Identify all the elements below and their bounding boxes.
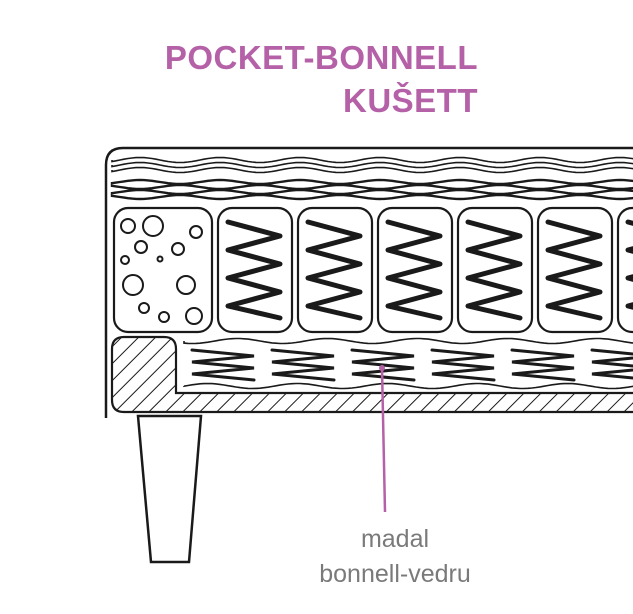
hatched-base bbox=[110, 335, 633, 414]
pocket-spring bbox=[616, 206, 633, 334]
foam-bubble bbox=[138, 302, 150, 314]
wavy-padding-line bbox=[111, 156, 633, 164]
pocket-springs bbox=[216, 206, 633, 334]
woven-padding-line bbox=[110, 193, 633, 201]
foam-bubble bbox=[185, 307, 203, 325]
callout-pointer-dot bbox=[379, 365, 385, 371]
bonnell-springs bbox=[183, 337, 633, 390]
foam-block-outline bbox=[112, 206, 214, 334]
woven-padding-line bbox=[110, 183, 633, 191]
callout-label-line-2: bonnell-vedru bbox=[319, 560, 471, 588]
coil-spring-icon bbox=[385, 219, 443, 321]
foam-bubble bbox=[120, 218, 136, 234]
foam-bubble bbox=[158, 311, 170, 323]
bonnell-spring-icon bbox=[430, 348, 496, 382]
foam-block bbox=[112, 206, 214, 334]
coil-spring-icon bbox=[625, 219, 633, 310]
callout-label-line-1: madal bbox=[360, 525, 430, 553]
bonnell-spring-icon bbox=[510, 348, 576, 382]
top-padding-layers bbox=[110, 156, 633, 201]
bed-leg bbox=[136, 414, 203, 564]
coil-spring-icon bbox=[305, 219, 363, 321]
upper-wavy-line bbox=[183, 337, 633, 345]
pocket-spring bbox=[376, 206, 454, 334]
pocket-outline bbox=[616, 206, 633, 334]
wavy-padding-line bbox=[111, 161, 633, 169]
foam-bubble bbox=[142, 215, 164, 237]
title-line-1: POCKET-BONNELL bbox=[164, 39, 478, 76]
pocket-outline bbox=[376, 206, 454, 334]
foam-bubble bbox=[122, 274, 144, 296]
hatched-wood-base bbox=[110, 335, 633, 414]
pocket-outline bbox=[216, 206, 294, 334]
foam-bubble bbox=[176, 275, 196, 295]
pocket-outline bbox=[456, 206, 534, 334]
coil-spring-icon bbox=[545, 219, 603, 321]
outer-frame-outline bbox=[104, 146, 633, 418]
coil-spring-icon bbox=[465, 219, 523, 321]
woven-padding-line bbox=[110, 188, 633, 196]
pocket-spring bbox=[296, 206, 374, 334]
pocket-outline bbox=[536, 206, 614, 334]
bonnell-spring-icon bbox=[270, 348, 336, 382]
wavy-padding-line bbox=[111, 166, 633, 174]
pocket-outline bbox=[296, 206, 374, 334]
foam-bubble bbox=[156, 255, 164, 263]
callout-pointer-line bbox=[380, 367, 387, 513]
foam-bubble bbox=[134, 240, 148, 254]
bonnell-spring-icon bbox=[190, 348, 256, 382]
title-line-2: KUŠETT bbox=[343, 82, 478, 119]
bed-frame bbox=[104, 146, 633, 418]
lower-wavy-line bbox=[183, 382, 633, 390]
coil-spring-icon bbox=[225, 219, 283, 321]
pocket-spring bbox=[456, 206, 534, 334]
foam-bubble bbox=[120, 255, 130, 265]
foam-bubble bbox=[189, 225, 203, 239]
pocket-spring bbox=[216, 206, 294, 334]
woven-padding-line bbox=[110, 178, 633, 186]
foam-bubble bbox=[171, 242, 185, 256]
bonnell-spring-icon bbox=[350, 348, 416, 382]
bonnell-spring-icon bbox=[590, 348, 633, 380]
pocket-spring bbox=[536, 206, 614, 334]
